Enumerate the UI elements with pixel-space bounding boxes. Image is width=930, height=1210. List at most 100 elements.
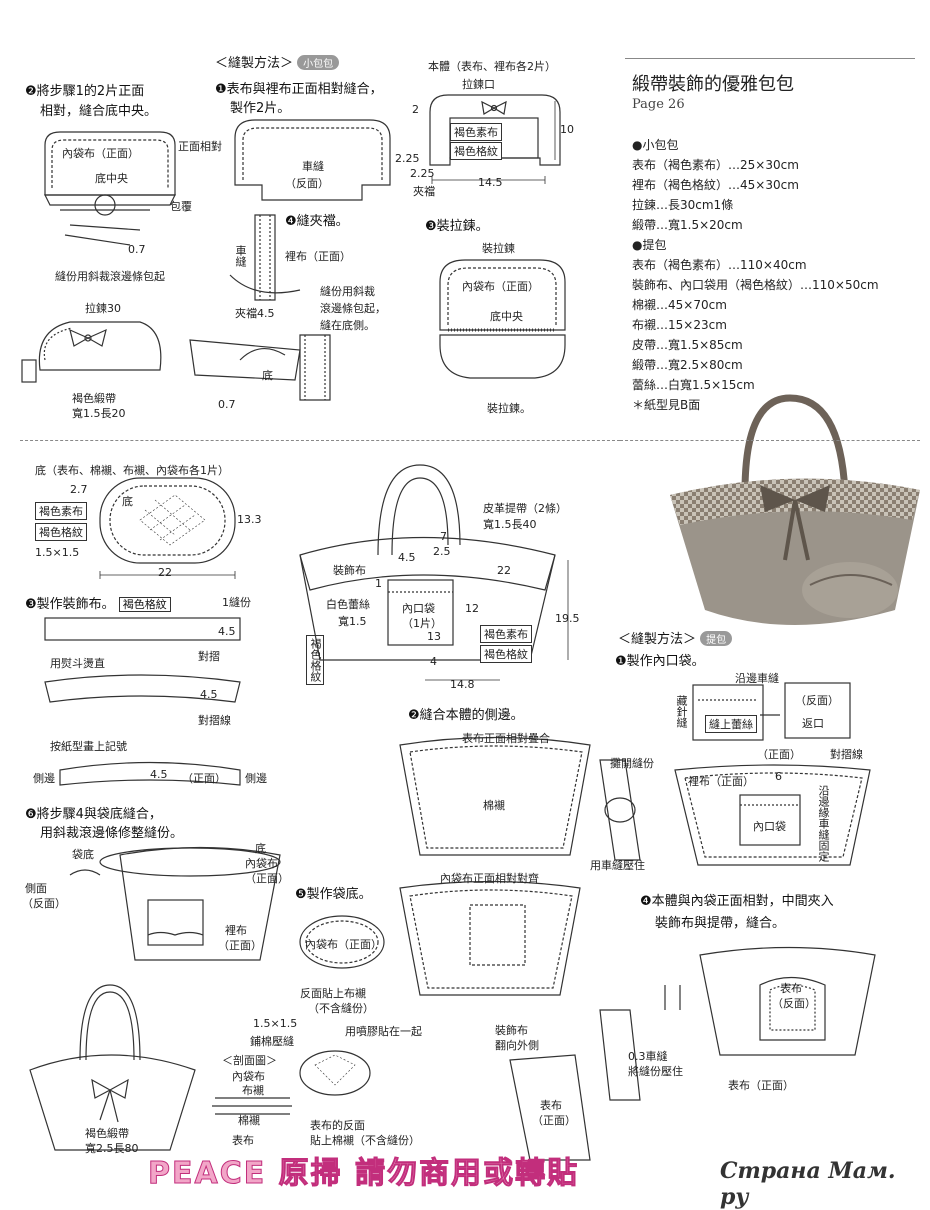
label: 側面: [25, 882, 47, 895]
label: 表布的反面: [310, 1119, 365, 1132]
label: 內袋布（正面）: [462, 280, 539, 293]
label: 車縫: [234, 245, 247, 267]
label: 用噴膠貼在一起: [345, 1025, 422, 1038]
label: 藏針縫: [675, 695, 688, 728]
label: 底中央: [490, 310, 523, 323]
small-step2: ❷將步驟1的2片正面: [25, 84, 145, 99]
label: 底: [255, 842, 266, 855]
label: （反面）: [772, 997, 816, 1010]
label: 2.25: [395, 152, 420, 165]
label: 裝拉鍊: [482, 242, 515, 255]
material-item: 蕾絲…白寬1.5×15cm: [632, 378, 755, 392]
label: 4.5: [218, 625, 236, 638]
label: 布襯: [242, 1084, 264, 1097]
fabric-tag: 褐色格紋: [450, 142, 502, 160]
label: 0.3車縫: [628, 1050, 668, 1063]
label: 0.7: [128, 243, 146, 256]
label: 內袋布: [245, 857, 278, 870]
method-heading: ＜縫製方法＞ 小包包: [215, 52, 340, 71]
small-step1: ❶表布與裡布正面相對縫合，: [215, 82, 383, 97]
material-item: ＊紙型見B面: [632, 398, 701, 412]
tote-step4: ❹本體與內袋正面相對，中間夾入: [640, 894, 834, 909]
label: 7: [440, 530, 447, 543]
label: 6: [775, 770, 782, 783]
label: 用車縫壓住: [590, 859, 645, 872]
label: 沿邊緣車縫固定: [817, 785, 830, 862]
material-item: 裡布（褐色格紋）…45×30cm: [632, 178, 799, 192]
fabric-tag: 褐色格紋: [35, 523, 87, 541]
label: 內口袋: [402, 602, 435, 615]
label: （反面）: [795, 694, 839, 707]
label: 內口袋: [753, 820, 786, 833]
label: 對摺線: [830, 748, 863, 761]
label: ＜剖面圖＞: [222, 1054, 277, 1067]
label: 縫份用斜裁滾邊條包起: [55, 270, 165, 283]
label: 鋪棉壓縫: [250, 1035, 294, 1048]
label: （正面）: [532, 1114, 576, 1127]
label: 4: [430, 655, 437, 668]
label: 寬1.5長40: [483, 518, 537, 531]
label: 底: [122, 495, 133, 508]
label: （正面）: [757, 748, 801, 761]
small-step1b: 製作2片。: [230, 101, 291, 116]
label: 車縫: [302, 160, 324, 173]
label: 裡布（正面）: [688, 775, 754, 788]
divider-right: [620, 440, 920, 441]
label: 皮革提帶（2條）: [483, 502, 567, 515]
label: （正面）: [182, 772, 226, 785]
label: 翻向外側: [495, 1039, 539, 1052]
label: 12: [465, 602, 479, 615]
label: 內袋布（正面）: [305, 938, 382, 951]
label: （不含縫份）: [308, 1002, 374, 1015]
label: 底: [262, 369, 273, 382]
label: 1縫份: [222, 596, 251, 609]
label: 貼上棉襯（不含縫份）: [310, 1134, 420, 1147]
label: 裡布（正面）: [285, 250, 351, 263]
materials-list: ●小包包 表布（褐色素布）…25×30cm 裡布（褐色格紋）…45×30cm 拉…: [632, 135, 879, 415]
label: 拉鍊口: [462, 78, 495, 91]
label: （1片）: [402, 617, 442, 630]
label: 對摺: [198, 650, 220, 663]
label: 沿邊車縫: [735, 672, 779, 685]
label: 袋底: [72, 848, 94, 861]
fabric-tag: 褐色素布: [480, 625, 532, 643]
tote-method-heading: ＜縫製方法＞ 提包: [618, 628, 733, 647]
label: 對摺線: [198, 714, 231, 727]
label: 褐色緞帶: [72, 392, 116, 405]
label: 14.8: [450, 678, 475, 691]
label: 本體（表布、裡布各2片）: [428, 60, 556, 73]
label: 用熨斗燙直: [50, 657, 105, 670]
label: 縫份用斜裁: [320, 285, 375, 298]
fabric-tag: 褐色素布: [35, 502, 87, 520]
label: 側邊: [245, 772, 267, 785]
label: 返口: [802, 717, 824, 730]
tote-step1: ❶製作內口袋。: [615, 654, 705, 669]
tote-step5: ❺製作袋底。: [295, 887, 372, 902]
label: 內袋布正面相對對齊: [440, 872, 539, 885]
label: 按紙型畫上記號: [50, 740, 127, 753]
tote-step3: ❸製作裝飾布。 褐色格紋: [25, 593, 171, 612]
material-item: 布襯…15×23cm: [632, 318, 727, 332]
label: 2.7: [70, 483, 88, 496]
label: 拉鍊30: [85, 302, 121, 315]
label: 19.5: [555, 612, 580, 625]
label: 4.5: [200, 688, 218, 701]
label: 13: [427, 630, 441, 643]
small-bag-tag: 小包包: [297, 55, 340, 70]
label: 裡布: [225, 924, 247, 937]
label: 攤開縫份: [610, 757, 654, 770]
tote-tag: 提包: [700, 631, 733, 646]
label: 白色蕾絲: [326, 598, 370, 611]
label: 寬1.5: [338, 615, 367, 628]
divider-horizontal: [20, 440, 620, 441]
tote-step6: ❻將步驟4與袋底縫合，: [25, 807, 162, 822]
material-item: ●提包: [632, 238, 667, 252]
small-step4: ❹縫夾襠。: [285, 214, 349, 229]
label: 13.3: [237, 513, 262, 526]
tote-step6b: 用斜裁滾邊條修整縫份。: [40, 826, 184, 841]
label: 1.5×1.5: [253, 1017, 298, 1030]
label: 寬1.5長20: [72, 407, 126, 420]
material-item: 表布（褐色素布）…25×30cm: [632, 158, 799, 172]
label: 褐色緞帶: [85, 1127, 129, 1140]
